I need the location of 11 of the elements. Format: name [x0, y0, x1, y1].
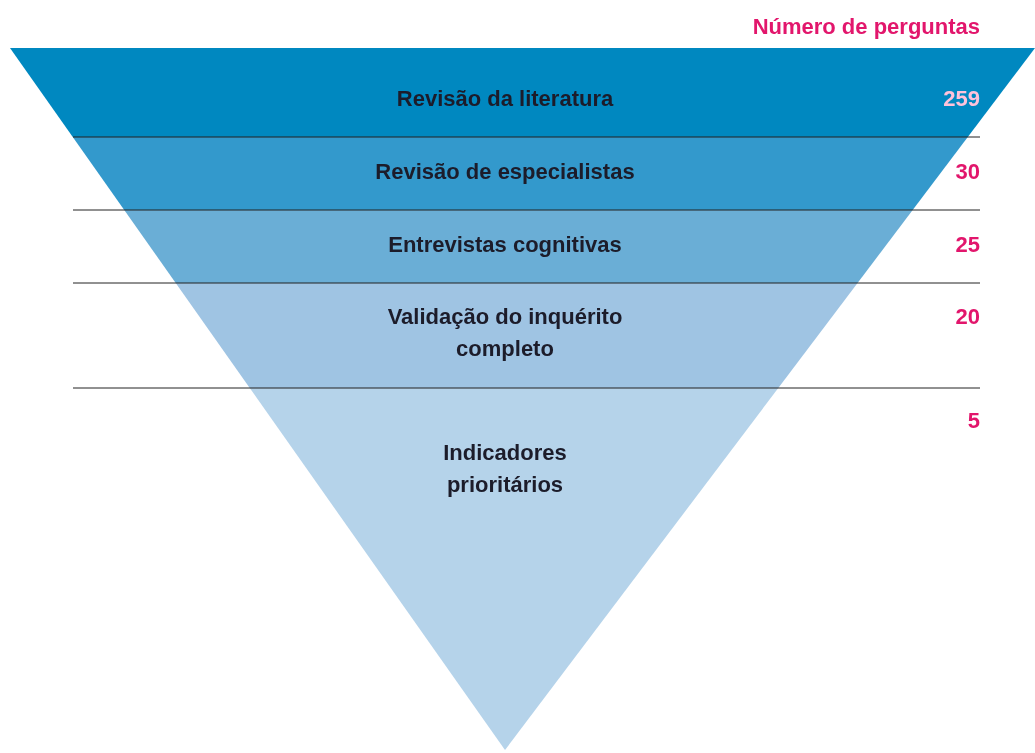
- stage-label: Validação do inquérito completo: [386, 303, 624, 363]
- column-header: Número de perguntas: [752, 13, 980, 41]
- stage-label: Revisão de especialistas: [374, 158, 636, 186]
- question-count: 5: [967, 407, 980, 435]
- question-count: 20: [955, 303, 980, 331]
- question-count: 259: [943, 85, 980, 113]
- question-count: 25: [955, 231, 980, 259]
- stage-label: Revisão da literatura: [395, 85, 615, 113]
- stage-label: Indicadores prioritários: [442, 439, 568, 499]
- stage-label: Entrevistas cognitivas: [387, 231, 623, 259]
- question-count: 30: [955, 158, 980, 186]
